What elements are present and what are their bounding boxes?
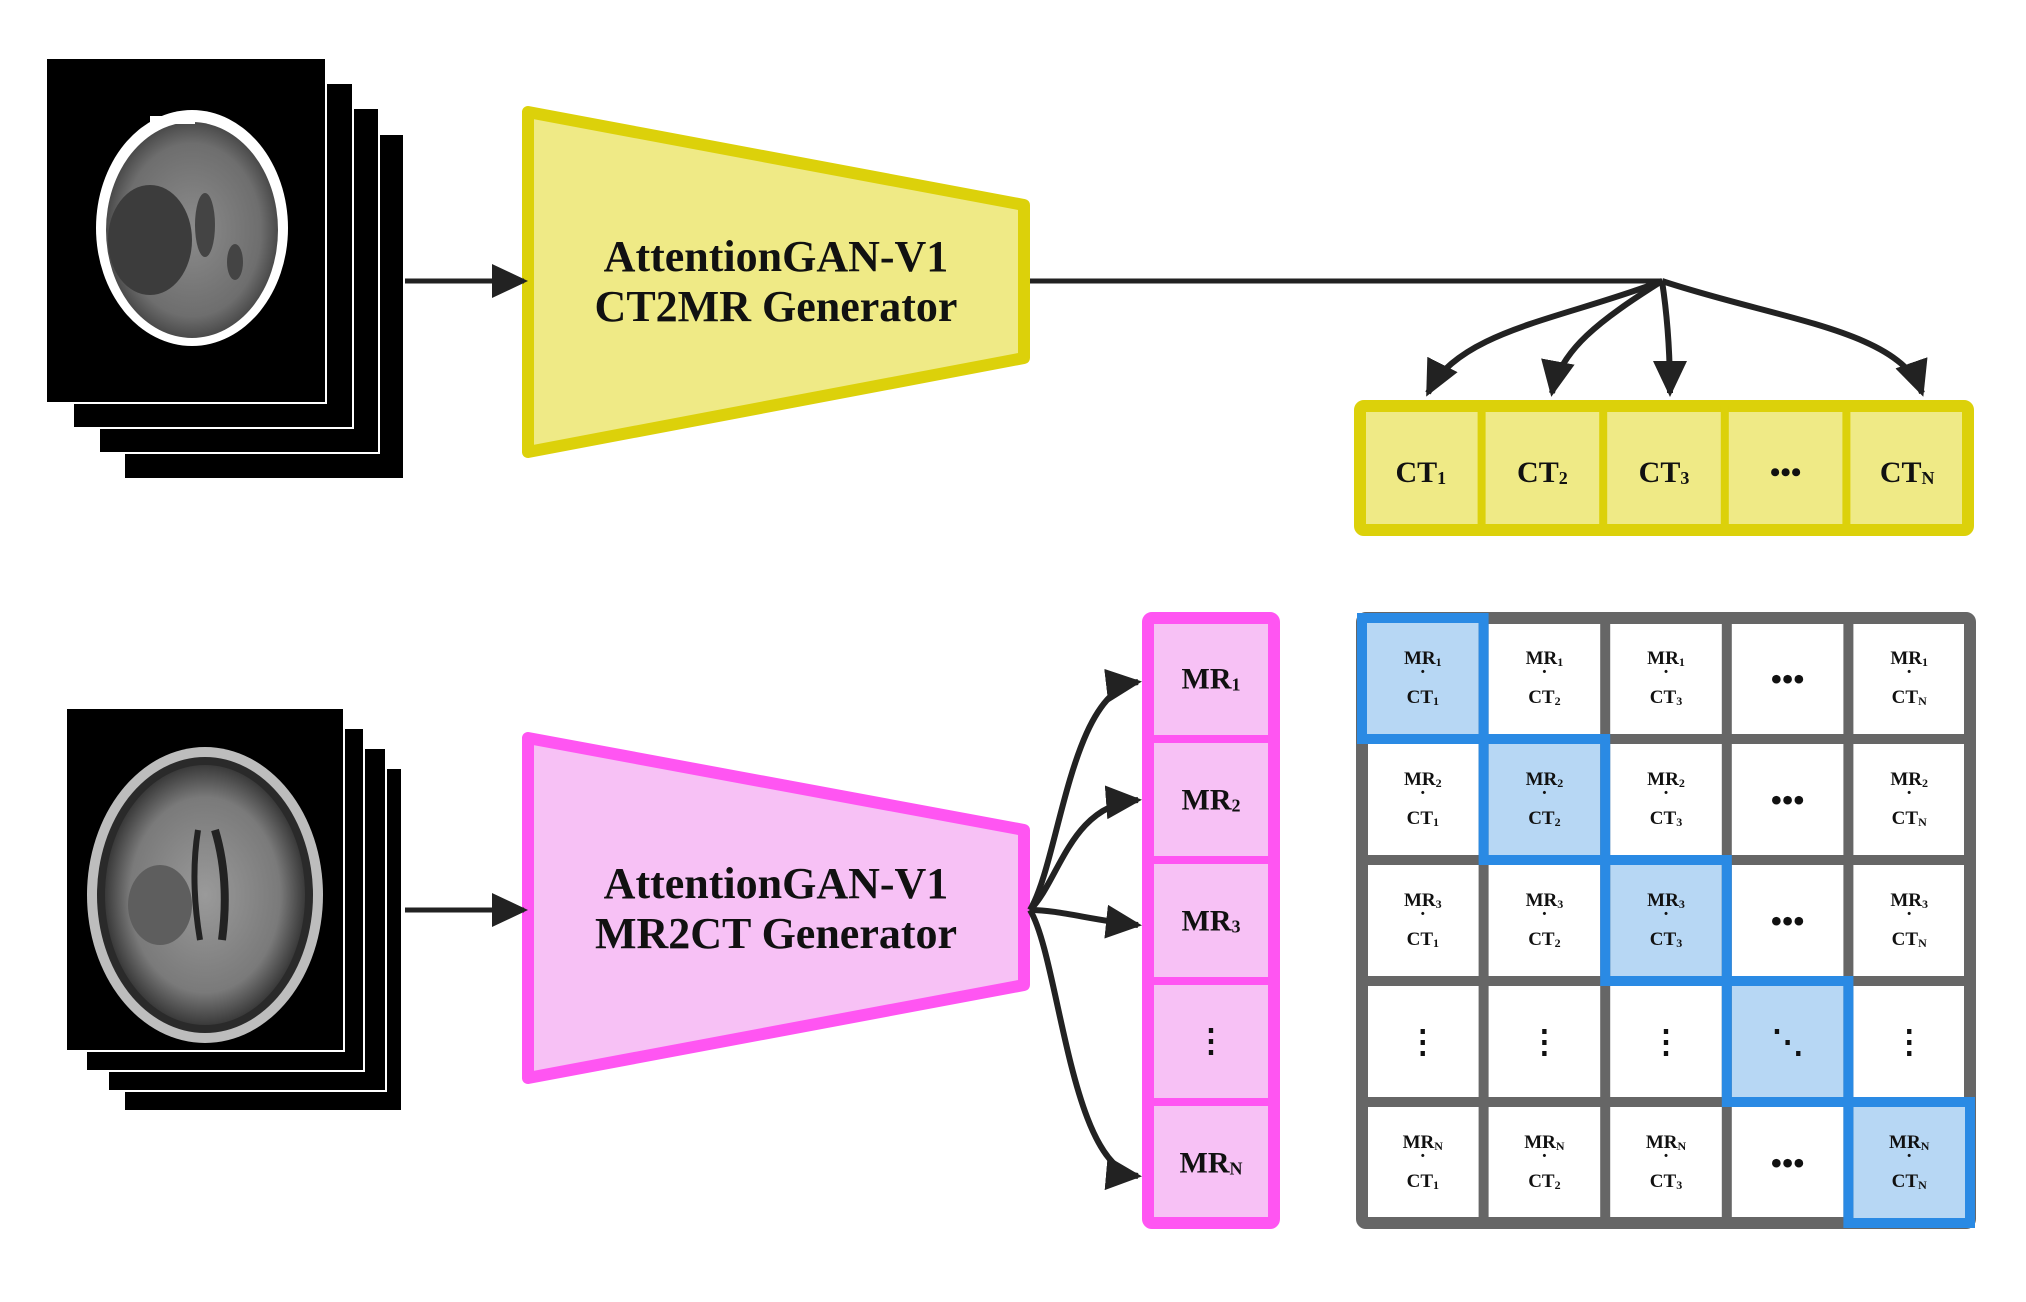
mr-scan-stack-icon (65, 707, 403, 1112)
matrix-diagonal-cell (1362, 618, 1484, 739)
similarity-matrix: MR1·CT1MR1·CT2MR1·CT3•••MR1·CTNMR2·CT1MR… (1356, 612, 1976, 1229)
matrix-diagonal-cell (1848, 1102, 1970, 1223)
matrix-cell-mr-3-2: MR3 (1526, 890, 1564, 911)
mr2ct-generator: AttentionGAN-V1 MR2CT Generator (522, 732, 1030, 1084)
matrix-diagonal-border (1600, 855, 1732, 986)
input-arrows (405, 264, 528, 927)
matrix-cell-mr-1-N: MR1 (1890, 648, 1928, 669)
ct-fanout-arrows (1030, 278, 1928, 397)
matrix-cell-dot: · (1906, 904, 1912, 925)
matrix-cell-dot: · (1541, 783, 1547, 804)
matrix-cell-mr-2-2: MR2 (1526, 769, 1564, 790)
matrix-ellipsis: ⋮ (1407, 1024, 1439, 1060)
ct2mr-generator-title: AttentionGAN-V1 (604, 232, 949, 281)
matrix-cell-ct-3-1: CT1 (1407, 929, 1439, 950)
matrix-cell-ct-2-3: CT3 (1650, 808, 1682, 829)
matrix-cell-mr-N-1: MRN (1403, 1132, 1444, 1153)
matrix-cell-dot: · (1420, 904, 1426, 925)
mr-cell-label-1: MR1 (1182, 663, 1241, 696)
matrix-ellipsis: ⋱ (1772, 1024, 1804, 1060)
matrix-cell-ct-3-2: CT2 (1528, 929, 1560, 950)
matrix-cell-mr-3-3: MR3 (1647, 890, 1685, 911)
matrix-cell-mr-1-3: MR1 (1647, 648, 1685, 669)
matrix-diagonal-border (1843, 1097, 1976, 1228)
matrix-cell-ct-2-1: CT1 (1407, 808, 1439, 829)
matrix-ellipsis: ••• (1771, 782, 1805, 818)
matrix-diagonal-border (1478, 734, 1611, 865)
matrix-cell-ct-N-2: CT2 (1528, 1171, 1560, 1192)
matrix-ellipsis: ••• (1771, 661, 1805, 697)
matrix-cell-dot: · (1541, 1146, 1547, 1167)
matrix-diagonal-cell (1483, 739, 1606, 860)
matrix-cell-ct-N-1: CT1 (1407, 1171, 1439, 1192)
matrix-cell-dot: · (1906, 1146, 1912, 1167)
matrix-ellipsis: ••• (1771, 1145, 1805, 1181)
mr-column-frame (1142, 612, 1280, 1229)
ct2mr-generator-subtitle: CT2MR Generator (595, 282, 958, 331)
matrix-cell-dot: · (1663, 1146, 1669, 1167)
matrix-cell-mr-1-1: MR1 (1404, 648, 1442, 669)
matrix-cell-dot: · (1541, 662, 1547, 683)
mr-cell-label-2: MR2 (1182, 784, 1241, 817)
matrix-cell-dot: · (1663, 783, 1669, 804)
mr2ct-generator-subtitle: MR2CT Generator (595, 909, 957, 958)
matrix-cell-ct-1-N: CTN (1892, 687, 1927, 708)
matrix-cell-mr-3-N: MR3 (1890, 890, 1928, 911)
ct-cell-label-N: CTN (1880, 456, 1935, 489)
ct-row-frame (1354, 400, 1974, 536)
matrix-cell-ct-1-3: CT3 (1650, 687, 1682, 708)
matrix-cell-mr-N-2: MRN (1524, 1132, 1565, 1153)
matrix-ellipsis: ••• (1771, 903, 1805, 939)
matrix-cell-mr-1-2: MR1 (1526, 648, 1564, 669)
matrix-cell-dot: · (1906, 783, 1912, 804)
matrix-cell-dot: · (1663, 662, 1669, 683)
matrix-cell-ct-2-2: CT2 (1528, 808, 1560, 829)
ct-cell-label-2: CT2 (1517, 456, 1568, 489)
matrix-cell-mr-2-1: MR2 (1404, 769, 1442, 790)
matrix-cell-mr-2-N: MR2 (1890, 769, 1928, 790)
ct2mr-generator: AttentionGAN-V1 CT2MR Generator (522, 106, 1030, 458)
matrix-diagonal-border (1721, 976, 1854, 1107)
matrix-cell-ct-3-3: CT3 (1650, 929, 1682, 950)
matrix-cell-mr-3-1: MR3 (1404, 890, 1442, 911)
matrix-cell-dot: · (1541, 904, 1547, 925)
matrix-cell-ct-1-1: CT1 (1407, 687, 1439, 708)
matrix-cell-ct-N-3: CT3 (1650, 1171, 1682, 1192)
matrix-cell-ct-N-N: CTN (1892, 1171, 1927, 1192)
matrix-cell-ct-2-N: CTN (1892, 808, 1927, 829)
matrix-cell-mr-N-N: MRN (1889, 1132, 1930, 1153)
mr2ct-generator-title: AttentionGAN-V1 (604, 859, 949, 908)
matrix-cell-dot: · (1420, 662, 1426, 683)
mr-cell-label-ellipsis: ⋮ (1195, 1023, 1227, 1059)
matrix-cell-dot: · (1906, 662, 1912, 683)
matrix-diagonal-cell (1726, 981, 1849, 1102)
matrix-diagonal-border (1357, 613, 1489, 744)
ct-output-row: CT1 CT2 CT3 ••• CTN (1354, 400, 1974, 536)
matrix-cell-dot: · (1663, 904, 1669, 925)
matrix-ellipsis: ⋮ (1893, 1024, 1925, 1060)
matrix-ellipsis: ⋮ (1528, 1024, 1560, 1060)
matrix-cell-mr-N-3: MRN (1646, 1132, 1687, 1153)
mr-fanout-arrows (1027, 668, 1142, 1191)
mr-cell-label-3: MR3 (1182, 905, 1241, 938)
matrix-diagonal-cell (1605, 860, 1727, 981)
matrix-cell-ct-3-N: CTN (1892, 929, 1927, 950)
matrix-cell-mr-2-3: MR2 (1647, 769, 1685, 790)
ct-cell-label-1: CT1 (1395, 456, 1446, 489)
matrix-cell-dot: · (1420, 783, 1426, 804)
ct-scan-stack-icon (45, 57, 405, 480)
mr-cell-label-N: MRN (1180, 1147, 1243, 1180)
ct-cell-label-ellipsis: ••• (1770, 456, 1802, 489)
matrix-cell-ct-1-2: CT2 (1528, 687, 1560, 708)
matrix-cell-dot: · (1420, 1146, 1426, 1167)
matrix-ellipsis: ⋮ (1650, 1024, 1682, 1060)
ct-cell-label-3: CT3 (1639, 456, 1690, 489)
